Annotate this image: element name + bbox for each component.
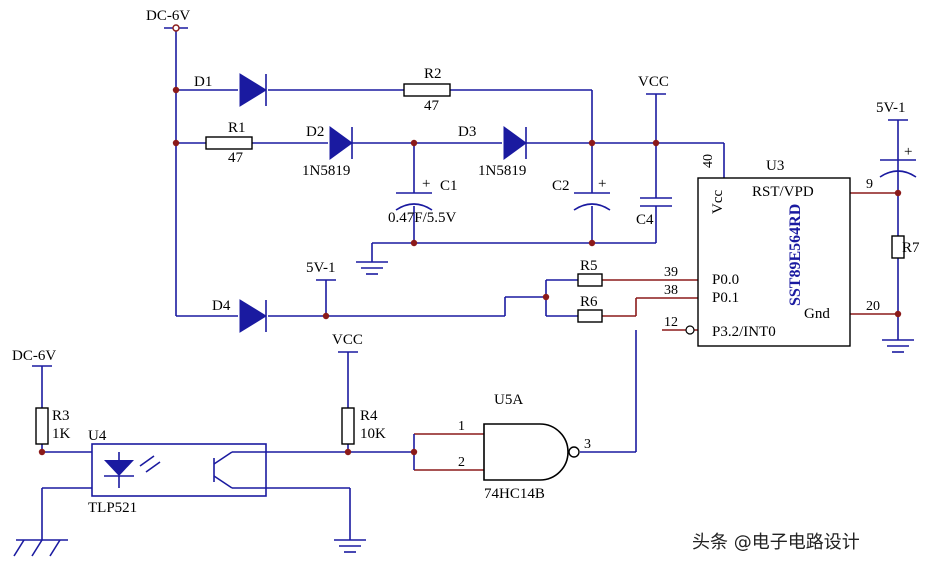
label-r1-val: 47 (228, 150, 244, 166)
label-c1-val: 0.47F/5.5V (388, 210, 457, 226)
label-d4: D4 (212, 298, 231, 314)
label-5v1-top: 5V-1 (876, 100, 905, 116)
junction (344, 448, 352, 456)
label-c2-plus: + (598, 176, 606, 192)
diode-d3 (503, 126, 527, 160)
resistor-r4 (341, 407, 355, 445)
resistor-r7 (891, 235, 905, 259)
label-u5a-part: 74HC14B (484, 486, 545, 502)
label-c1: C1 (440, 178, 458, 194)
capacitor-c2 (573, 192, 611, 211)
label-pin20: 20 (866, 299, 880, 314)
capacitor-right (879, 159, 917, 178)
junction (588, 139, 596, 147)
label-vcc-mid: VCC (332, 332, 363, 348)
diode-d1 (239, 73, 267, 107)
label-pin40: 40 (701, 154, 716, 168)
junction (38, 448, 46, 456)
junction (894, 310, 902, 318)
label-r3-val: 1K (52, 426, 71, 442)
label-r4: R4 (360, 408, 378, 424)
ground-symbol-top (356, 261, 388, 275)
label-u5-in1: 1 (458, 419, 465, 434)
label-u4: U4 (88, 428, 107, 444)
dc6v-top-terminal (172, 24, 180, 32)
junction (410, 239, 418, 247)
ground-symbol-chassis (13, 539, 68, 557)
gate-u5a-body (483, 423, 569, 481)
label-r6: R6 (580, 294, 598, 310)
label-u5a: U5A (494, 392, 523, 408)
label-dc6v-top: DC-6V (146, 8, 190, 24)
resistor-r5 (577, 273, 603, 287)
junction (588, 239, 596, 247)
opto-led-icon (104, 452, 161, 488)
label-pin12: 12 (664, 315, 678, 330)
resistor-r6 (577, 309, 603, 323)
resistor-r3 (35, 407, 49, 445)
label-u3-rst: RST/VPD (752, 184, 814, 200)
label-d2-val: 1N5819 (302, 163, 350, 179)
label-r4-val: 10K (360, 426, 386, 442)
junction (410, 139, 418, 147)
ic-u3-body (697, 177, 851, 347)
label-u3-p01: P0.1 (712, 290, 739, 306)
label-pin9: 9 (866, 177, 873, 192)
label-pin39: 39 (664, 265, 678, 280)
label-dc6v-left: DC-6V (12, 348, 56, 364)
junction (322, 312, 330, 320)
label-r2-val: 47 (424, 98, 440, 114)
junction (172, 86, 180, 94)
diode-d2 (329, 126, 353, 160)
label-r3: R3 (52, 408, 70, 424)
junction (172, 139, 180, 147)
opto-transistor-icon (213, 451, 266, 489)
watermark-text: 头条 @电子电路设计 (692, 532, 860, 553)
label-r7: R7 (902, 240, 920, 256)
label-r5: R5 (580, 258, 598, 274)
label-pin38: 38 (664, 283, 678, 298)
label-d3: D3 (458, 124, 476, 140)
label-u3-gnd: Gnd (804, 306, 830, 322)
capacitor-c1 (395, 192, 433, 211)
label-5v1-mid: 5V-1 (306, 260, 335, 276)
label-u5-in2: 2 (458, 455, 465, 470)
label-u3-part: SST89E564RD (787, 204, 804, 306)
label-d2: D2 (306, 124, 324, 140)
label-d1: D1 (194, 74, 212, 90)
label-vcc-top: VCC (638, 74, 669, 90)
pin12-bubble (685, 325, 695, 335)
ground-symbol-right (882, 339, 914, 353)
label-u5-out: 3 (584, 437, 591, 452)
label-c4: C4 (636, 212, 654, 228)
junction (410, 448, 418, 456)
label-u4-part: TLP521 (88, 500, 137, 516)
label-u3-vcc: Vcc (710, 190, 726, 214)
label-d3-val: 1N5819 (478, 163, 526, 179)
label-u3-p32: P3.2/INT0 (712, 324, 776, 340)
junction (652, 139, 660, 147)
label-c2: C2 (552, 178, 570, 194)
label-c1-plus: + (422, 176, 430, 192)
resistor-r2 (403, 83, 451, 97)
label-r2: R2 (424, 66, 442, 82)
label-cr-plus: + (904, 144, 912, 160)
capacitor-c4 (640, 197, 672, 207)
diode-d4 (239, 299, 267, 333)
ground-symbol-opto-right (334, 539, 366, 553)
label-u3-p00: P0.0 (712, 272, 739, 288)
resistor-r1 (205, 136, 253, 150)
junction (542, 293, 550, 301)
gate-u5a-bubble (568, 446, 580, 458)
junction (894, 189, 902, 197)
label-r1: R1 (228, 120, 246, 136)
label-u3: U3 (766, 158, 784, 174)
